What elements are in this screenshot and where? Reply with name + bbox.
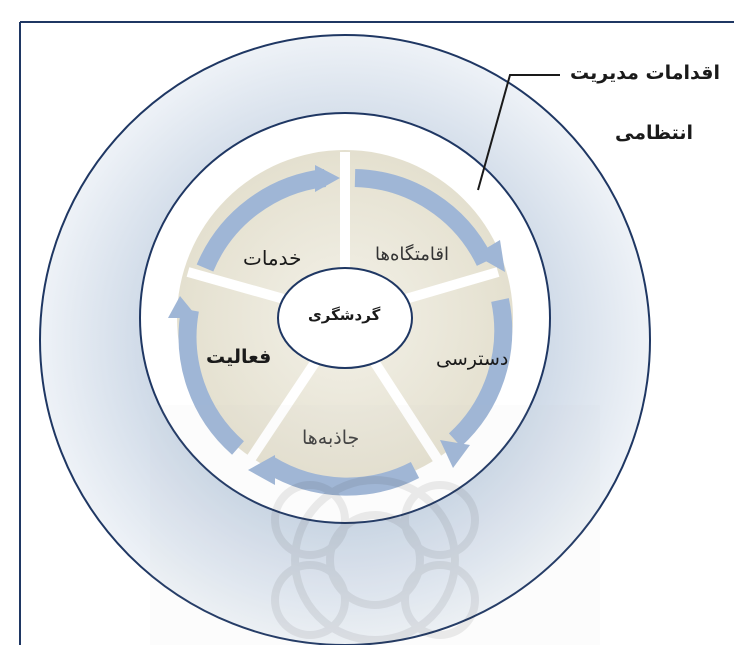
segment-label-access: دسترسی <box>436 348 509 370</box>
divider-bottom-right <box>363 349 443 463</box>
arrow-heads <box>168 165 505 485</box>
center-label: گردشگری <box>308 306 381 324</box>
university-logo-watermark <box>150 405 600 645</box>
arrow-head-5 <box>315 165 340 192</box>
center-circle <box>277 267 413 369</box>
segment-label-accommodation: اقامتگاه‌ها <box>375 244 449 265</box>
arrow-head-2 <box>440 440 470 468</box>
segment-label-activity: فعالیت <box>206 346 272 368</box>
arrow-arc-2 <box>448 298 513 447</box>
segment-label-attractions: جاذبه‌ها <box>302 427 360 449</box>
cycle-arrows <box>178 169 513 496</box>
arrow-head-3 <box>248 455 275 485</box>
segment-label-services: خدمات <box>243 246 302 270</box>
arrow-arc-4 <box>178 308 245 455</box>
outer-ring-label-line2: انتظامی <box>615 122 694 144</box>
callout-line <box>477 74 560 191</box>
arrow-arc-3 <box>265 457 420 496</box>
divider-bottom-left <box>245 349 327 463</box>
arrow-arc-1 <box>354 169 494 267</box>
arrow-head-4 <box>168 296 198 318</box>
arrow-head-1 <box>475 240 505 272</box>
arrow-arc-5 <box>196 169 327 272</box>
outer-ring-label-line1: اقدامات مدیریت <box>570 62 720 84</box>
